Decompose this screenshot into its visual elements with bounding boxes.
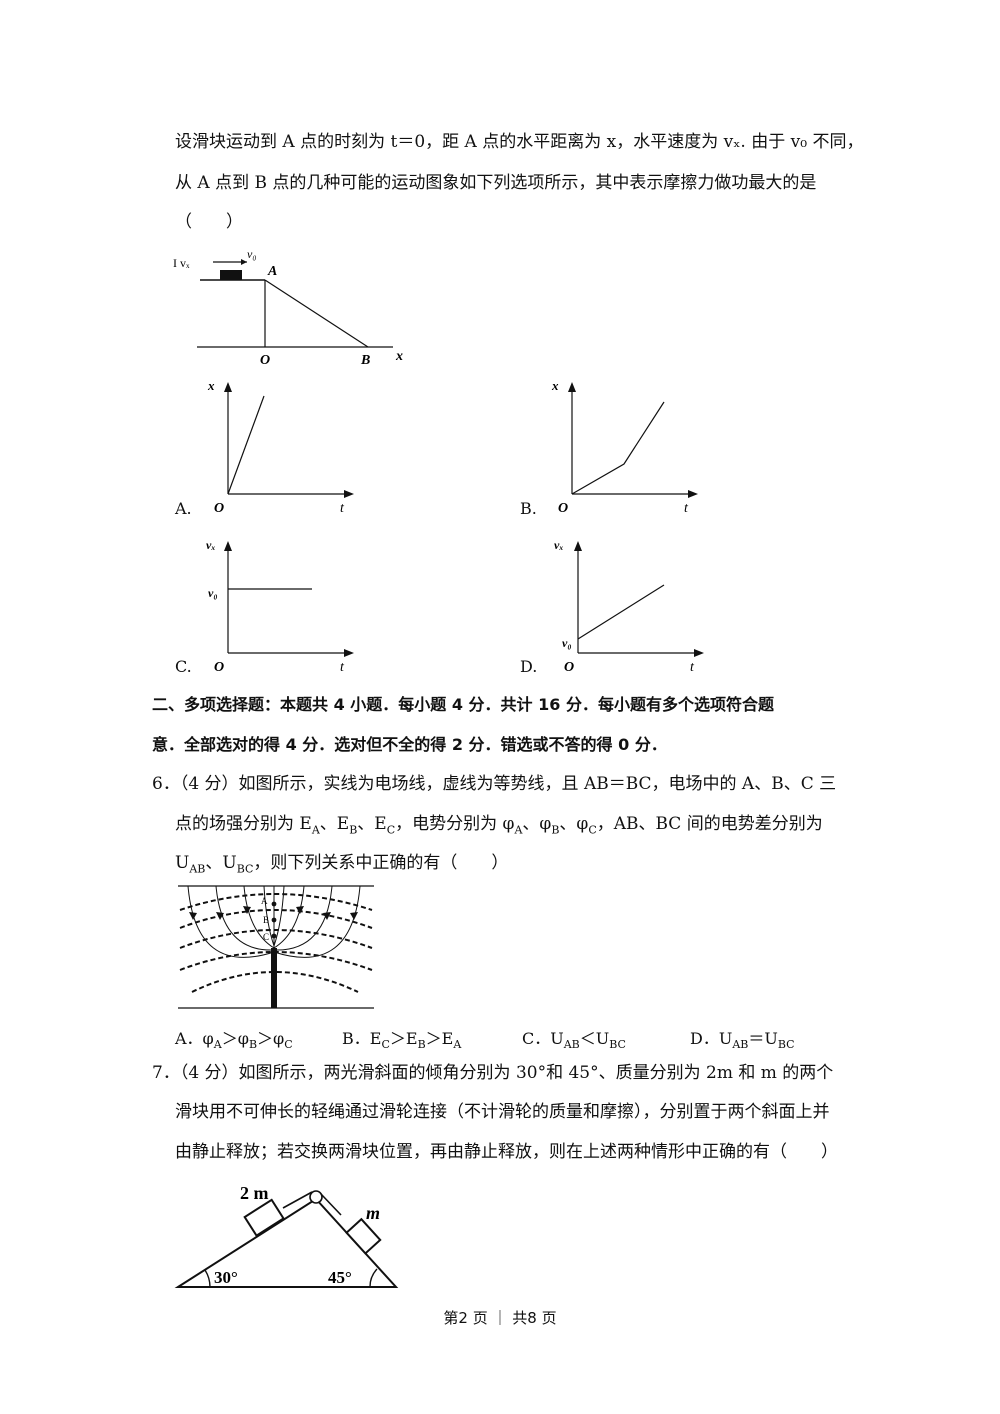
label-A: A	[267, 264, 277, 279]
label-v0: v₀	[247, 247, 257, 261]
field-label-B: B	[263, 915, 269, 925]
option-d-xlabel: t	[690, 660, 695, 675]
option-b-graph: x O t	[551, 378, 698, 516]
page-footer: 第2 页 ｜ 共8 页	[443, 1309, 557, 1327]
option-a-graph: x O t	[207, 378, 354, 516]
section2-line-2: 意．全部选对的得 4 分．选对但不全的得 2 分．错选或不答的得 0 分．	[152, 735, 667, 754]
q7-line-3: 由静止释放；若交换两滑块位置，再由静止释放，则在上述两种情形中正确的有（ ）	[175, 1142, 838, 1162]
option-d-letter: D.	[520, 657, 538, 676]
field-label-C: C	[263, 932, 269, 942]
block-2m-label: 2 m	[240, 1183, 269, 1203]
option-c-xlabel: t	[340, 660, 345, 675]
q6-line-3: UAB、UBC，则下列关系中正确的有（ ）	[175, 853, 509, 876]
option-a-xlabel: t	[340, 501, 345, 516]
option-a-ylabel: x	[207, 378, 215, 393]
q5-line-1: 设滑块运动到 A 点的时刻为 t＝0，距 A 点的水平距离为 x，水平速度为 v…	[175, 132, 864, 152]
block-m-label: m	[366, 1203, 380, 1223]
q6-option-d: D．UAB＝UBC	[690, 1029, 795, 1052]
label-O: O	[260, 353, 270, 368]
option-c-origin: O	[214, 660, 224, 675]
option-c-ylabel: vₓ	[206, 538, 215, 552]
option-c-level: v₀	[208, 586, 218, 600]
option-b-origin: O	[558, 501, 568, 516]
q5-line-3: （ ）	[175, 212, 243, 232]
field-figure: A B C	[178, 885, 374, 1009]
option-b-xlabel: t	[684, 501, 689, 516]
q6-line-1: 6．（4 分）如图所示，实线为电场线，虚线为等势线，且 AB＝BC，电场中的 A…	[152, 774, 837, 794]
q6-line-2: 点的场强分别为 EA、EB、EC，电势分别为 φA、φB、φC，AB、BC 间的…	[175, 814, 823, 837]
q7-line-2: 滑块用不可伸长的轻绳通过滑轮连接（不计滑轮的质量和摩擦），分别置于两个斜面上并	[175, 1102, 830, 1122]
q7-line-1: 7．（4 分）如图所示，两光滑斜面的倾角分别为 30°和 45°、质量分别为 2…	[152, 1063, 834, 1083]
q5-line-2: 从 A 点到 B 点的几种可能的运动图象如下列选项所示，其中表示摩擦力做功最大的…	[175, 173, 817, 193]
option-a-letter: A.	[175, 499, 192, 518]
label-vx: I vₓ	[173, 256, 190, 270]
angle-30-label: 30°	[214, 1268, 238, 1287]
option-c-graph: vₓ v₀ O t	[206, 538, 354, 675]
option-d-graph: vₓ v₀ O t	[554, 538, 704, 675]
q6-option-b: B．EC＞EB＞EA	[342, 1029, 462, 1052]
slide-figure: I vₓ v₀ A O B x	[173, 247, 403, 368]
option-d-level: v₀	[562, 636, 572, 650]
option-b-letter: B.	[520, 499, 537, 518]
option-a-origin: O	[214, 501, 224, 516]
option-b-ylabel: x	[551, 378, 559, 393]
q6-option-c: C．UAB＜UBC	[522, 1029, 626, 1052]
angle-45-label: 45°	[328, 1268, 352, 1287]
label-x: x	[395, 349, 403, 364]
incline-figure: 2 m m 30° 45°	[174, 1183, 399, 1288]
field-label-A: A	[261, 896, 268, 906]
label-B: B	[360, 353, 370, 368]
section2-line-1: 二、多项选择题：本题共 4 小题．每小题 4 分．共计 16 分．每小题有多个选…	[152, 695, 774, 714]
option-d-origin: O	[564, 660, 574, 675]
q6-option-a: A．φA＞φB＞φC	[175, 1029, 293, 1052]
option-c-letter: C.	[175, 657, 192, 676]
option-d-ylabel: vₓ	[554, 538, 563, 552]
